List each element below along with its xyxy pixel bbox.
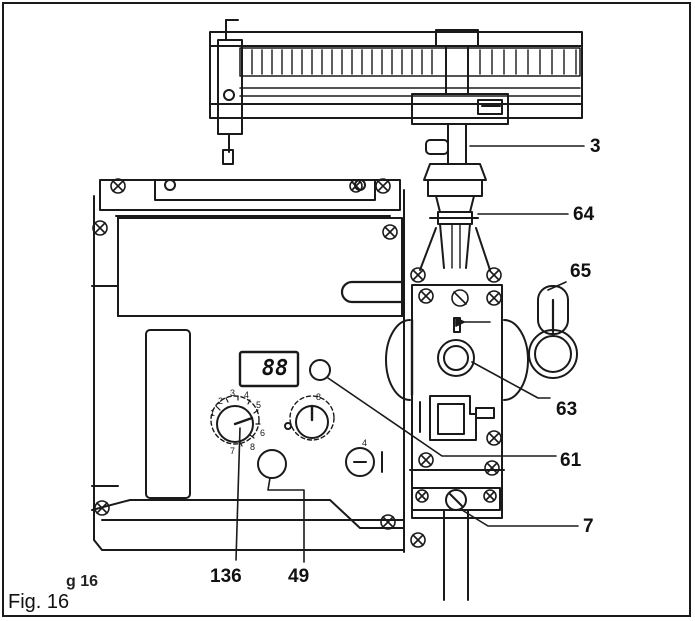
torch-holder [411,29,509,271]
dial-left-num-3: 3 [230,388,235,398]
lever-65 [528,285,578,379]
callout-65: 65 [570,261,592,282]
side-plate [385,267,529,601]
figure-caption: Fig. 16 [8,591,70,613]
digital-display [238,350,300,388]
leader-lines [235,145,585,563]
dial-scale-ticks [215,395,261,447]
dial-left-num-1: 1 [210,408,215,418]
main-housing [91,178,426,553]
guide-rail [209,19,583,165]
dial-left-num-6: 6 [260,428,265,438]
dial-136 [216,405,254,443]
partial-figure-label: g 16 [66,573,99,590]
control-panel [210,350,383,479]
dial-left-num-5: 5 [256,400,261,410]
dial-numerals: 1 2 3 4 5 6 7 8 8 4 [210,388,367,456]
dial-left-num-7: 7 [230,446,235,456]
knob-49 [257,449,287,479]
callout-3: 3 [590,136,601,157]
callout-7: 7 [583,516,594,537]
callout-49: 49 [288,566,310,587]
callout-61: 61 [560,450,582,471]
switch-mark: 4 [362,438,367,448]
dial-left-num-2: 2 [218,396,223,406]
dial-middle-num: 8 [316,392,321,402]
switch-right [345,447,375,477]
pushbutton-61 [309,359,331,381]
callout-63: 63 [556,399,578,420]
dial-left-num-8: 8 [250,442,255,452]
display-reading: 88 [261,356,289,381]
adjust-knob-63 [437,339,475,377]
callout-64: 64 [573,204,595,225]
dial-left-num-4: 4 [244,390,249,400]
callout-136: 136 [210,566,242,587]
